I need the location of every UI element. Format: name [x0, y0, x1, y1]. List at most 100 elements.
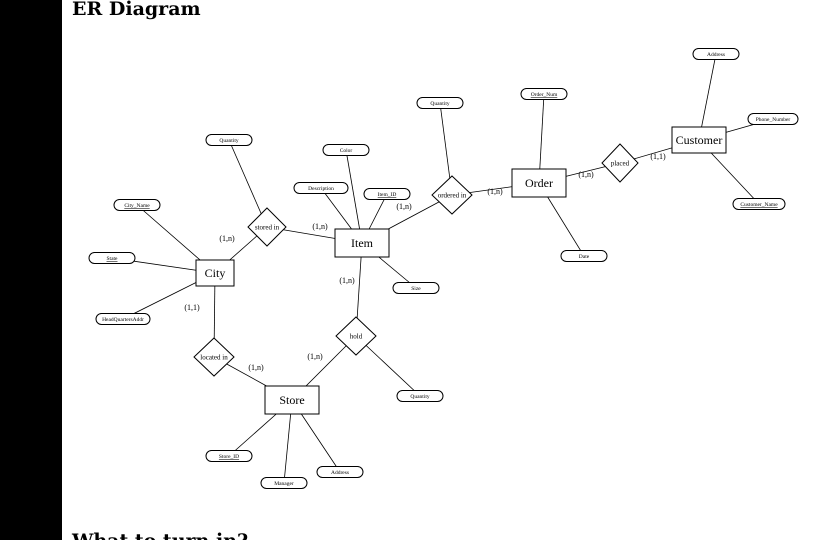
- attribute-box: [560, 250, 608, 262]
- attribute-label: Date: [579, 254, 590, 260]
- er-diagram: City_NameStateHeadQuartersAddrQuantityCo…: [88, 48, 799, 489]
- attribute-label: Size: [411, 286, 421, 292]
- entity-box: [195, 259, 235, 287]
- entity-label: Order: [525, 176, 553, 190]
- relationship-ordered-in: ordered in: [431, 175, 473, 215]
- relationship-hold: hold: [335, 316, 377, 356]
- attribute-qty-stored: Quantity: [205, 134, 253, 146]
- attribute-box: [520, 88, 568, 100]
- cardinality-c-customer-placed: (1,1): [650, 152, 666, 161]
- connector-line: [345, 149, 363, 244]
- attribute-label: City_Name: [124, 203, 150, 209]
- attribute-qty-hold: Quantity: [396, 390, 444, 402]
- attribute-store-id: Store_ID: [205, 450, 253, 462]
- attribute-color: Color: [322, 144, 370, 156]
- attribute-label: Order_Num: [531, 92, 558, 98]
- attribute-box: [392, 282, 440, 294]
- attribute-box: [322, 144, 370, 156]
- attribute-box: [293, 182, 349, 194]
- attribute-label: Item_ID: [378, 192, 397, 198]
- relationship-stored-in: stored in: [247, 207, 287, 247]
- attribute-box: [95, 313, 151, 325]
- cardinality-c-item-ordered: (1,n): [396, 202, 412, 211]
- attribute-description: Description: [293, 182, 349, 194]
- section-heading: What to turn in?: [72, 530, 248, 540]
- attribute-label: Customer_Name: [740, 202, 778, 208]
- attribute-label: Store_ID: [219, 454, 239, 460]
- relationship-label: stored in: [255, 224, 280, 232]
- attribute-hq-addr: HeadQuartersAddr: [95, 313, 151, 325]
- attribute-qty-ordered: Quantity: [416, 97, 464, 109]
- attribute-box: [732, 198, 786, 210]
- attribute-cust-name: Customer_Name: [732, 198, 786, 210]
- attribute-label: Quantity: [430, 101, 449, 107]
- attribute-box: [747, 113, 799, 125]
- attribute-label: Manager: [274, 481, 294, 487]
- relationship-diamond: [431, 175, 473, 215]
- attribute-box: [113, 199, 161, 211]
- relationship-diamond: [247, 207, 287, 247]
- attribute-label: Phone_Number: [756, 117, 791, 123]
- connector-line: [355, 335, 421, 397]
- entity-label: Store: [279, 393, 304, 407]
- relationship-label: hold: [350, 333, 363, 341]
- attribute-label: Address: [707, 52, 725, 58]
- relationship-diamond: [601, 143, 639, 183]
- attribute-address-store: Address: [316, 466, 364, 478]
- cardinality-c-order-placed: (1,n): [578, 170, 594, 179]
- attribute-item-id: Item_ID: [363, 188, 411, 200]
- entity-box: [511, 168, 567, 198]
- connector-line: [228, 139, 268, 228]
- entity-box: [264, 385, 320, 415]
- attribute-manager: Manager: [260, 477, 308, 489]
- relationship-label: located in: [200, 354, 228, 362]
- entity-store: Store: [264, 385, 320, 415]
- attribute-box: [260, 477, 308, 489]
- attribute-label: Quantity: [219, 138, 238, 144]
- cardinality-c-item-hold: (1,n): [339, 276, 355, 285]
- attribute-box: [205, 450, 253, 462]
- relationship-diamond: [335, 316, 377, 356]
- attribute-phone: Phone_Number: [747, 113, 799, 125]
- attribute-label: State: [107, 256, 119, 262]
- cardinality-c-store-located: (1,n): [248, 363, 264, 372]
- entity-order: Order: [511, 168, 567, 198]
- attribute-city-name: City_Name: [113, 199, 161, 211]
- attribute-box: [363, 188, 411, 200]
- attribute-box: [316, 466, 364, 478]
- attribute-order-num: Order_Num: [520, 88, 568, 100]
- relationship-label: placed: [611, 160, 630, 168]
- attribute-label: Color: [340, 148, 353, 154]
- entity-city: City: [195, 259, 235, 287]
- attribute-box: [88, 252, 136, 264]
- entity-item: Item: [334, 228, 390, 258]
- attribute-label: Address: [331, 470, 349, 476]
- entity-box: [334, 228, 390, 258]
- attribute-label: Description: [308, 186, 334, 192]
- attribute-size: Size: [392, 282, 440, 294]
- entity-box: [671, 126, 727, 154]
- cardinality-c-city-stored: (1,n): [219, 234, 235, 243]
- relationship-diamond: [193, 337, 235, 377]
- relationship-label: ordered in: [438, 192, 467, 200]
- relationship-located-in: located in: [193, 337, 235, 377]
- attribute-box: [692, 48, 740, 60]
- relationship-placed: placed: [601, 143, 639, 183]
- cardinality-c-city-located: (1,1): [184, 303, 200, 312]
- cardinality-c-store-hold: (1,n): [307, 352, 323, 361]
- attribute-state: State: [88, 252, 136, 264]
- connector-line: [698, 53, 717, 141]
- attribute-box: [416, 97, 464, 109]
- connector-line: [538, 93, 545, 184]
- attribute-date: Date: [560, 250, 608, 262]
- attribute-box: [205, 134, 253, 146]
- entity-label: City: [205, 266, 226, 280]
- attribute-label: HeadQuartersAddr: [102, 317, 144, 323]
- diagram-nodes: City_NameStateHeadQuartersAddrQuantityCo…: [88, 48, 799, 489]
- attribute-address-cust: Address: [692, 48, 740, 60]
- attribute-box: [396, 390, 444, 402]
- cardinality-c-order-ordered: (1,n): [487, 187, 503, 196]
- entity-label: Customer: [676, 133, 723, 147]
- entity-label: Item: [351, 236, 374, 250]
